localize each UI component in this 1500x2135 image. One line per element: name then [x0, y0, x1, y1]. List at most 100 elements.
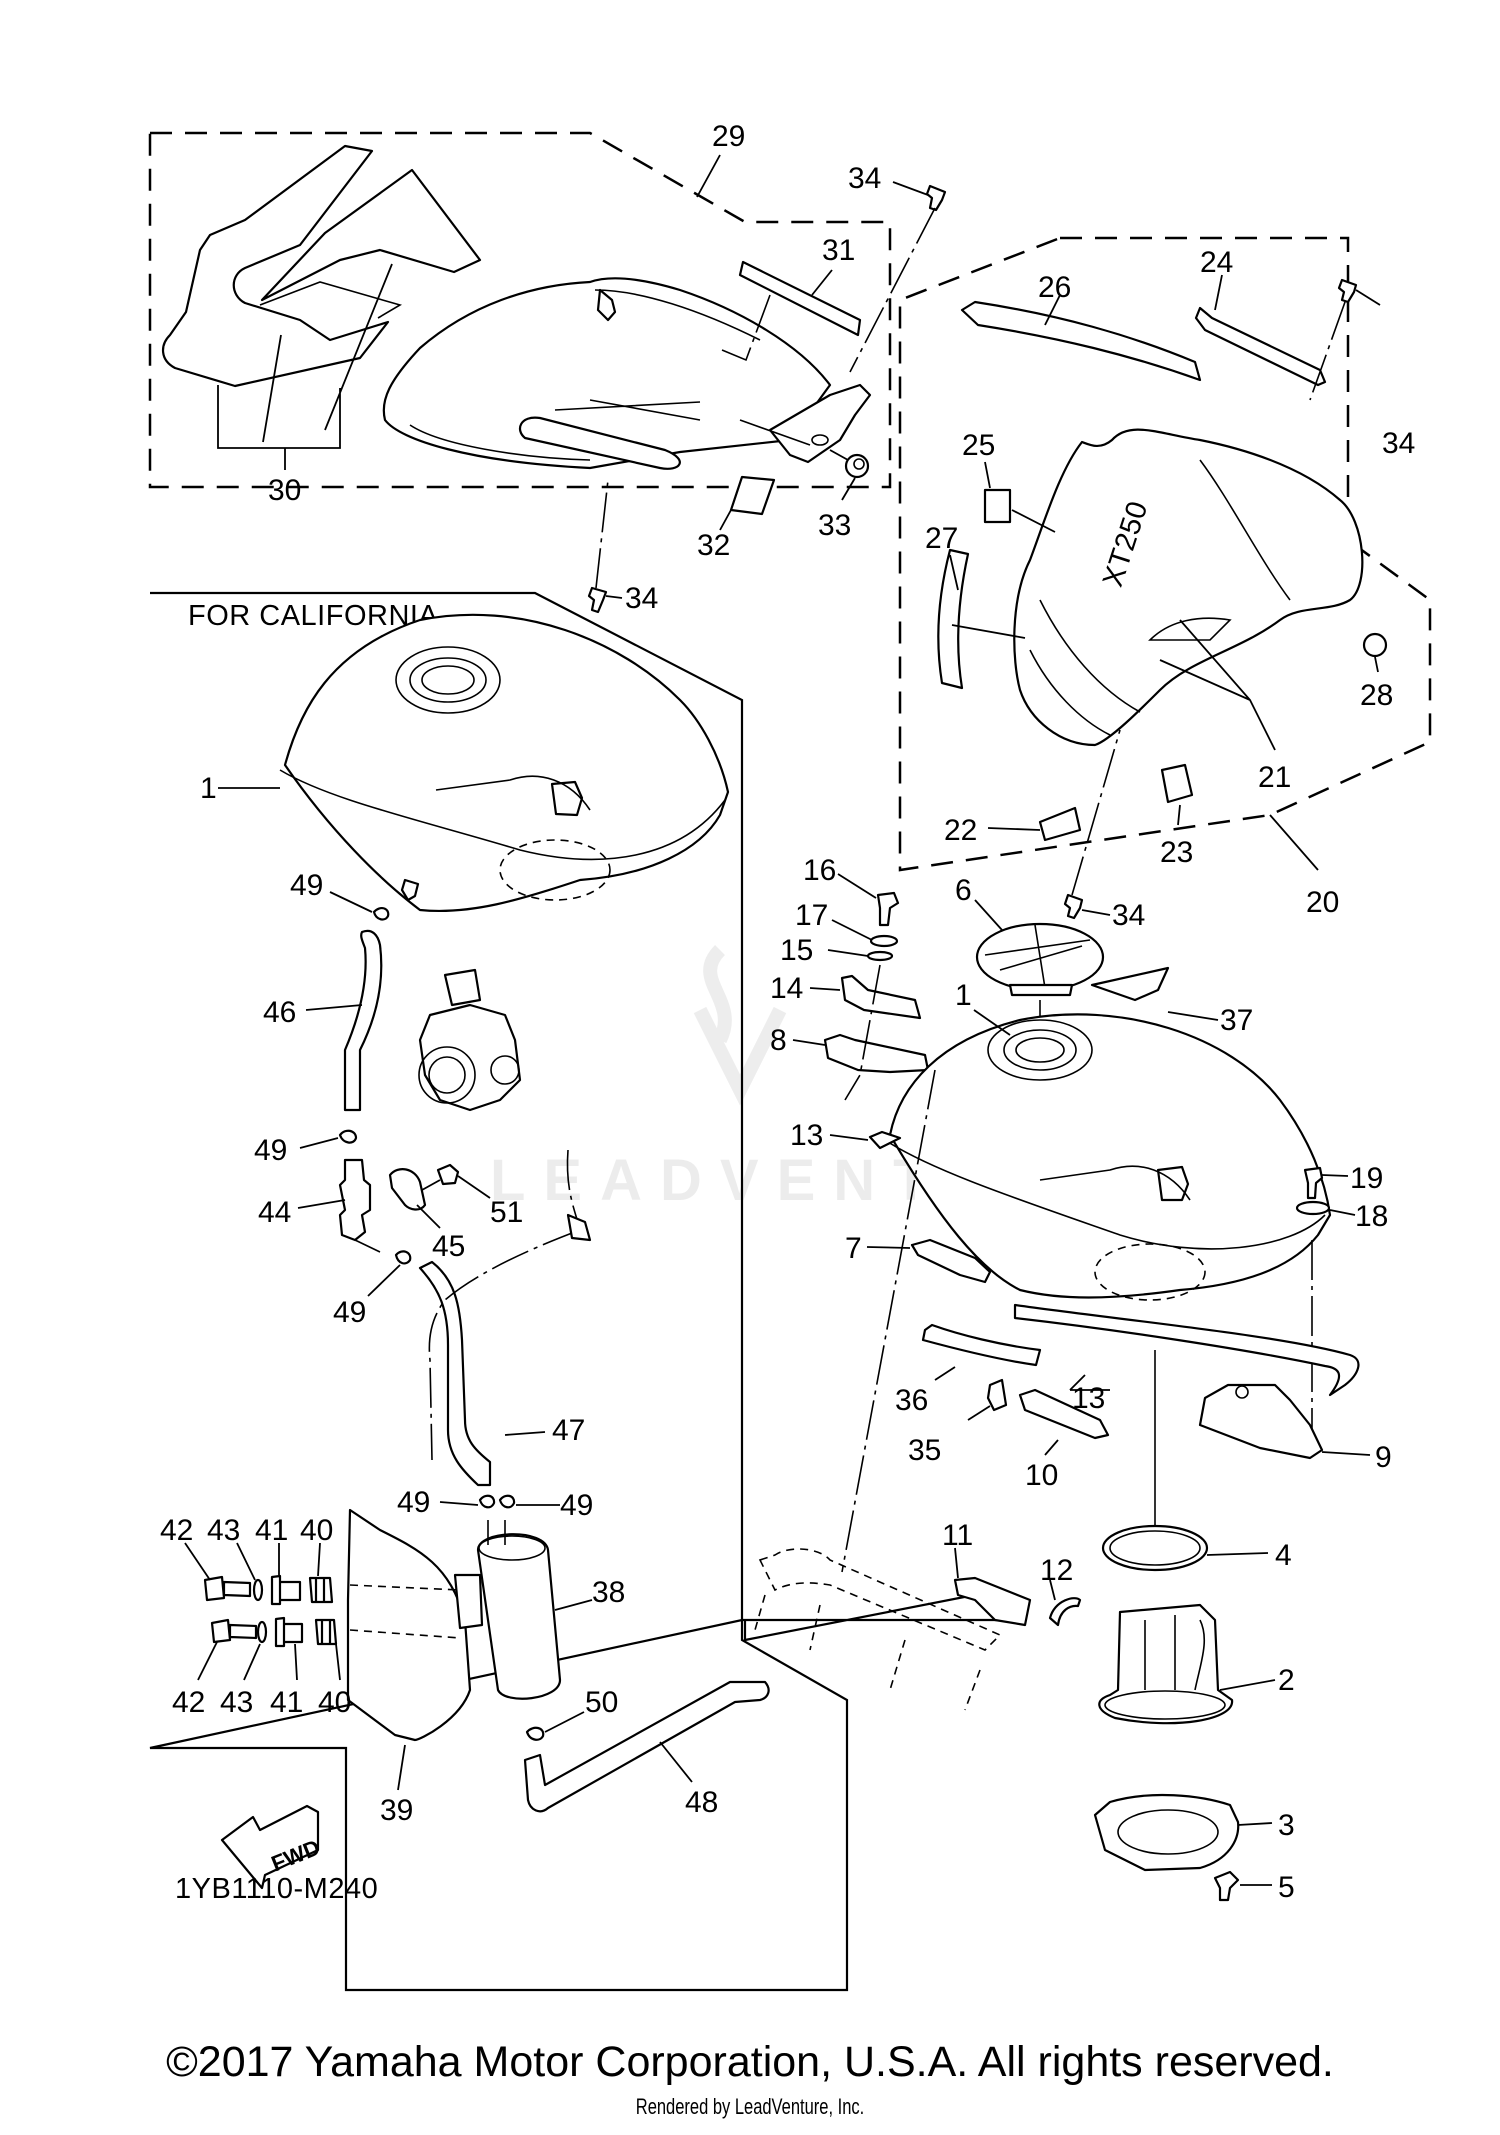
part-36-strip[interactable] [921, 1323, 1042, 1367]
callout-19[interactable]: 19 [1350, 1162, 1383, 1195]
part-11-bracket[interactable] [953, 1576, 1032, 1627]
part-49-clip-pair[interactable] [478, 1494, 516, 1509]
part-43-washer-lower[interactable] [256, 1620, 268, 1644]
part-5-screw[interactable] [1213, 1870, 1240, 1902]
part-26-strip[interactable] [960, 300, 1202, 382]
callout-42-lower[interactable]: 42 [172, 1686, 205, 1719]
part-22-block[interactable] [1038, 806, 1082, 842]
callout-51[interactable]: 51 [490, 1196, 523, 1229]
part-33-grommet[interactable] [844, 453, 870, 479]
callout-13-upper[interactable]: 13 [790, 1119, 823, 1152]
callout-32[interactable]: 32 [697, 529, 730, 562]
callout-7[interactable]: 7 [845, 1232, 862, 1265]
part-13-clip[interactable] [868, 1130, 902, 1150]
callout-16[interactable]: 16 [803, 854, 836, 887]
part-34-screw-left[interactable] [587, 586, 608, 614]
part-35-block[interactable] [986, 1378, 1008, 1412]
callout-25[interactable]: 25 [962, 429, 995, 462]
callout-28[interactable]: 28 [1360, 679, 1393, 712]
part-49-clip-mid[interactable] [338, 1129, 358, 1144]
part-15-washer[interactable] [866, 950, 894, 962]
part-14-bracket[interactable] [840, 974, 922, 1020]
callout-50[interactable]: 50 [585, 1686, 618, 1719]
callout-20[interactable]: 20 [1306, 886, 1339, 919]
callout-35[interactable]: 35 [908, 1434, 941, 1467]
callout-40-upper[interactable]: 40 [300, 1514, 333, 1547]
callout-41-lower[interactable]: 41 [270, 1686, 303, 1719]
part-tank-cover[interactable] [1013, 428, 1364, 747]
callout-12[interactable]: 12 [1040, 1554, 1073, 1587]
part-39-plate[interactable] [346, 1508, 484, 1742]
part-42-bolt-upper[interactable] [203, 1575, 252, 1602]
callout-39[interactable]: 39 [380, 1794, 413, 1827]
part-51-bolt[interactable] [436, 1163, 460, 1186]
callout-3[interactable]: 3 [1278, 1809, 1295, 1842]
callout-34-left[interactable]: 34 [625, 582, 658, 615]
part-throttle-body[interactable] [418, 968, 522, 1112]
callout-4[interactable]: 4 [1275, 1539, 1292, 1572]
part-34-screw-right[interactable] [1337, 278, 1358, 304]
part-6-fuel-cap[interactable] [975, 922, 1105, 997]
part-45-clamp[interactable] [388, 1168, 427, 1211]
callout-33[interactable]: 33 [818, 509, 851, 542]
callout-48[interactable]: 48 [685, 1786, 718, 1819]
part-40-grommet-upper[interactable] [308, 1576, 334, 1604]
callout-9[interactable]: 9 [1375, 1441, 1392, 1474]
part-16-screw[interactable] [876, 891, 900, 927]
callout-43-upper[interactable]: 43 [207, 1514, 240, 1547]
part-34-screw-top[interactable] [925, 184, 947, 212]
part-7-bracket[interactable] [910, 1238, 992, 1284]
part-10-bracket[interactable] [1018, 1388, 1110, 1440]
part-3-retainer-plate[interactable] [1093, 1793, 1240, 1872]
callout-2[interactable]: 2 [1278, 1664, 1295, 1697]
callout-37[interactable]: 37 [1220, 1004, 1253, 1037]
part-43-washer-upper[interactable] [252, 1578, 264, 1602]
part-9-cover[interactable] [1198, 1383, 1324, 1460]
part-34-screw-bottom[interactable] [1063, 893, 1084, 920]
callout-34-bottom[interactable]: 34 [1112, 899, 1145, 932]
callout-49-lower[interactable]: 49 [333, 1296, 366, 1329]
part-8-bracket[interactable] [823, 1033, 930, 1074]
callout-47[interactable]: 47 [552, 1414, 585, 1447]
callout-14[interactable]: 14 [770, 972, 803, 1005]
part-17-washer[interactable] [869, 934, 899, 948]
part-1-tank-california[interactable] [279, 613, 730, 913]
part-41-collar-lower[interactable] [274, 1616, 304, 1648]
part-44-valve[interactable] [338, 1158, 372, 1242]
part-38-fuel-filter[interactable] [476, 1520, 562, 1700]
callout-11[interactable]: 11 [942, 1519, 973, 1552]
callout-1-main[interactable]: 1 [955, 979, 972, 1012]
callout-41-upper[interactable]: 41 [255, 1514, 288, 1547]
part-24-strip[interactable] [1194, 306, 1327, 387]
callout-44[interactable]: 44 [258, 1196, 291, 1229]
callout-46[interactable]: 46 [263, 996, 296, 1029]
part-bracket[interactable] [739, 383, 872, 464]
part-18-washer[interactable] [1295, 1200, 1331, 1216]
part-32-pad[interactable] [729, 475, 776, 516]
part-25-pad[interactable] [983, 488, 1012, 524]
callout-43-lower[interactable]: 43 [220, 1686, 253, 1719]
callout-49-pair-left[interactable]: 49 [397, 1486, 430, 1519]
callout-10[interactable]: 10 [1025, 1459, 1058, 1492]
part-4-gasket-ring[interactable] [1101, 1524, 1209, 1572]
part-23-block[interactable] [1160, 763, 1194, 804]
part-47-hose[interactable] [418, 1260, 492, 1487]
callout-42-upper[interactable]: 42 [160, 1514, 193, 1547]
callout-49-pair-right[interactable]: 49 [560, 1489, 593, 1522]
part-41-collar-upper[interactable] [270, 1574, 302, 1606]
callout-24[interactable]: 24 [1200, 246, 1233, 279]
callout-23[interactable]: 23 [1160, 836, 1193, 869]
callout-18[interactable]: 18 [1355, 1200, 1388, 1233]
part-side-cover[interactable] [382, 277, 832, 470]
callout-40-lower[interactable]: 40 [318, 1686, 351, 1719]
part-42-bolt-lower[interactable] [210, 1618, 258, 1644]
part-46-hose[interactable] [343, 929, 383, 1112]
callout-27[interactable]: 27 [925, 522, 958, 555]
part-27-strip[interactable] [937, 548, 970, 690]
callout-6[interactable]: 6 [955, 874, 972, 907]
part-2-fuel-pump[interactable] [1098, 1603, 1234, 1725]
part-28-grommet[interactable] [1362, 632, 1388, 658]
callout-49-top[interactable]: 49 [290, 869, 323, 902]
callout-38[interactable]: 38 [592, 1576, 625, 1609]
part-19-bolt[interactable] [1303, 1166, 1324, 1200]
